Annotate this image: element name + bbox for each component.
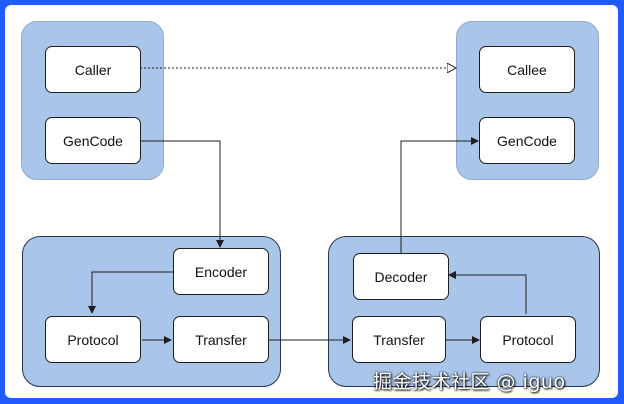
diagram-canvas: Caller GenCode Callee GenCode Encoder Pr…: [5, 5, 618, 398]
gencode-node-left[interactable]: GenCode: [45, 117, 141, 164]
decoder-node[interactable]: Decoder: [353, 253, 449, 300]
watermark-text: 掘金技术社区 @ iguo: [373, 371, 566, 393]
transfer-node-left[interactable]: Transfer: [173, 316, 269, 363]
gencode-node-right[interactable]: GenCode: [479, 117, 575, 164]
callee-node[interactable]: Callee: [479, 46, 575, 93]
protocol-node-right[interactable]: Protocol: [480, 316, 576, 363]
protocol-node-left[interactable]: Protocol: [45, 316, 141, 363]
encoder-node[interactable]: Encoder: [173, 248, 269, 295]
caller-node[interactable]: Caller: [45, 46, 141, 93]
transfer-node-right[interactable]: Transfer: [352, 316, 446, 363]
